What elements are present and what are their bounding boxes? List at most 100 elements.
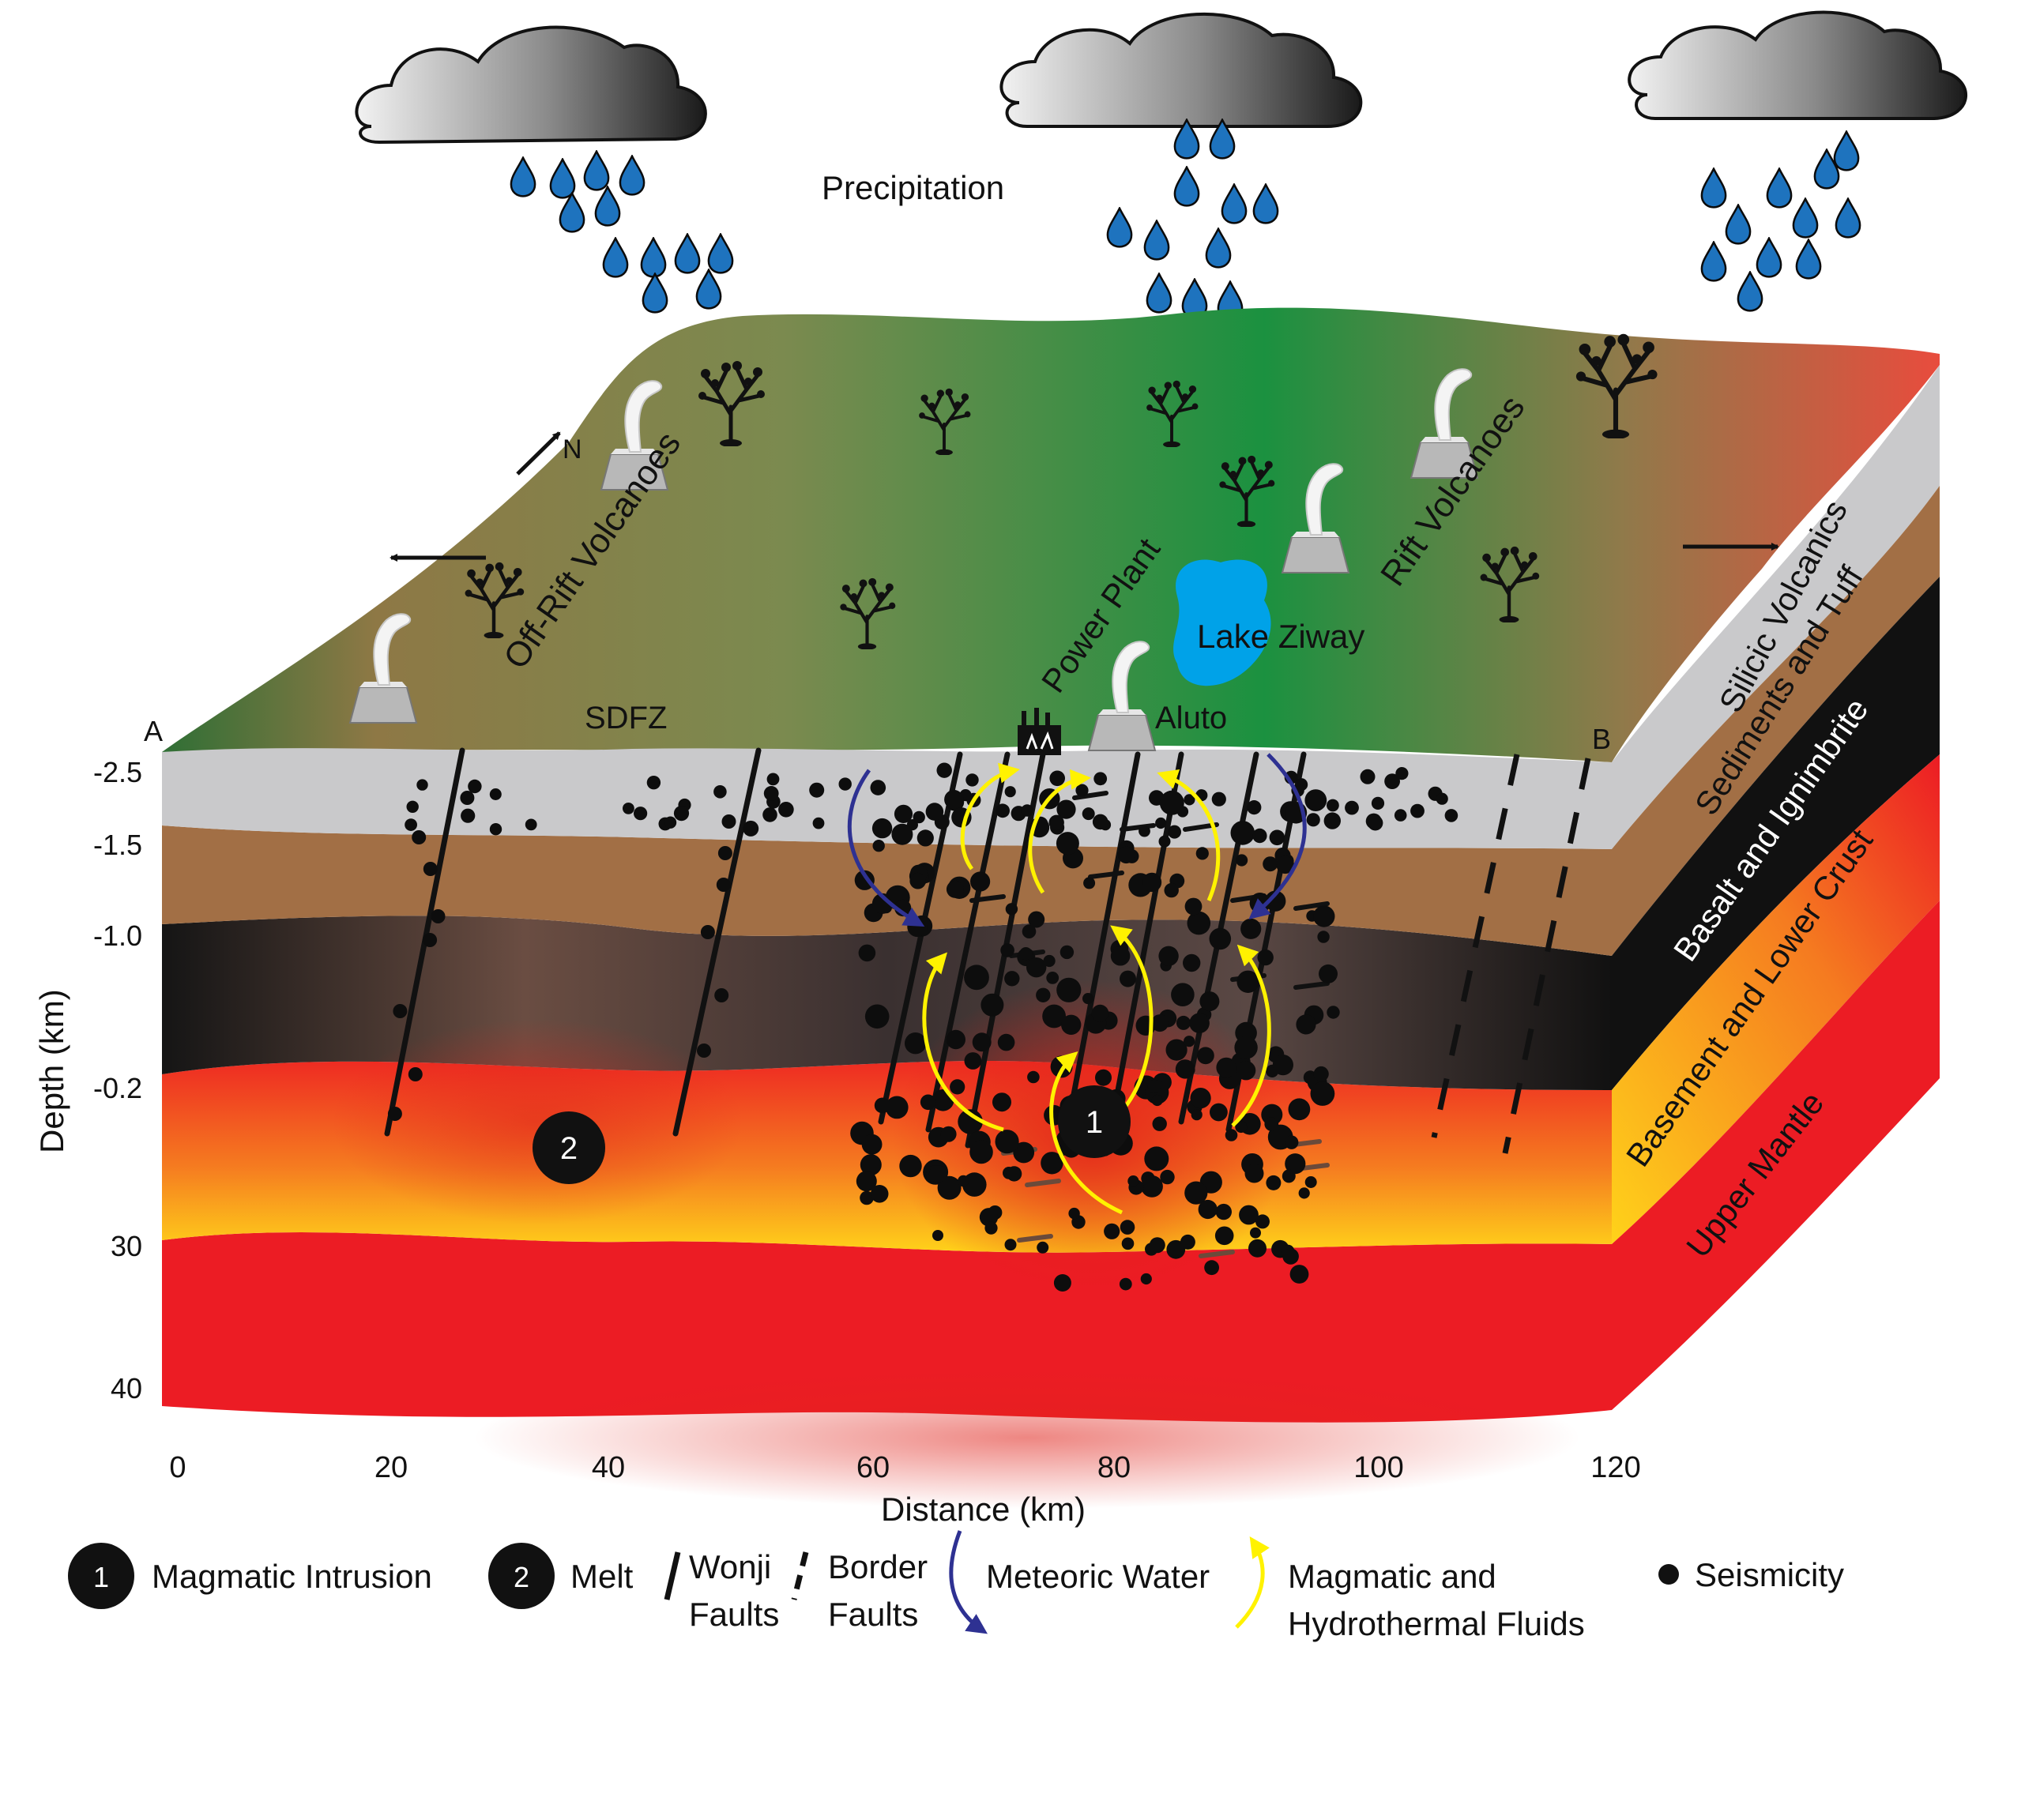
seismic-event: [1395, 767, 1409, 780]
svg-text:Wonji: Wonji: [689, 1548, 771, 1585]
legend-seismicity: Seismicity: [1658, 1556, 1844, 1593]
seismic-event: [997, 1033, 1015, 1051]
seismic-event: [1360, 769, 1376, 784]
seismic-event: [1304, 789, 1327, 811]
border-faults: [1431, 754, 1591, 1154]
svg-text:Melt: Melt: [570, 1558, 634, 1595]
depth-tick: -1.0: [93, 919, 142, 952]
seismic-event: [1046, 972, 1060, 984]
seismic-event: [1028, 911, 1045, 928]
seismic-event: [872, 840, 885, 852]
raindrops-center: [1106, 118, 1279, 322]
seismic-event: [1327, 1006, 1340, 1019]
seismic-event: [1313, 1066, 1329, 1082]
seismic-event: [1371, 796, 1385, 810]
seismic-event: [940, 1126, 957, 1142]
svg-text:Border: Border: [828, 1548, 928, 1585]
seismic-event: [1239, 1205, 1259, 1225]
seismic-event: [1027, 1070, 1040, 1084]
seismic-event: [958, 1109, 983, 1134]
seismic-event: [763, 786, 779, 801]
front-face: [162, 748, 1612, 1509]
legend-wonji: Wonji Faults: [664, 1548, 779, 1633]
seismic-event: [1042, 1004, 1066, 1028]
seismic-event: [838, 777, 852, 791]
precipitation-label: Precipitation: [822, 169, 1004, 206]
seismic-event: [1152, 1116, 1167, 1131]
seismic-event: [1236, 1061, 1256, 1081]
seismic-event: [1285, 1153, 1306, 1175]
seismic-event: [1158, 946, 1179, 967]
seismic-event: [1183, 953, 1201, 972]
point-b-label: B: [1592, 723, 1611, 755]
seismic-event: [1004, 786, 1016, 798]
seismic-event: [860, 1154, 882, 1176]
seismic-event: [1036, 987, 1051, 1003]
seismic-event: [1436, 792, 1448, 805]
seismic-event: [1165, 1039, 1187, 1061]
seismic-event: [870, 1185, 889, 1203]
seismic-event: [1075, 784, 1089, 797]
seismic-event: [1304, 1176, 1317, 1188]
seismic-event: [489, 823, 502, 836]
seismic-event: [946, 880, 964, 898]
svg-text:Faults: Faults: [689, 1596, 779, 1633]
seismic-event: [1282, 1169, 1296, 1183]
seismic-event: [721, 814, 736, 829]
distance-tick: 120: [1590, 1451, 1640, 1484]
seismic-event: [412, 830, 427, 844]
seismic-event: [861, 1134, 883, 1155]
seismic-event: [909, 872, 926, 889]
seismic-event: [393, 1004, 408, 1018]
seismic-event: [1234, 1036, 1258, 1059]
seismic-event: [1184, 897, 1203, 916]
aluto-label: Aluto: [1155, 701, 1227, 735]
seismic-event: [1327, 799, 1339, 812]
seismic-event: [1247, 800, 1262, 815]
seismic-event: [1187, 911, 1211, 935]
seismic-event: [1026, 957, 1047, 978]
seismic-event: [899, 1154, 922, 1178]
svg-text:Meteoric Water: Meteoric Water: [986, 1558, 1210, 1595]
seismic-event: [1216, 1057, 1236, 1078]
svg-text:2: 2: [514, 1561, 529, 1593]
seismic-event: [1266, 1175, 1282, 1190]
seismic-event: [468, 779, 482, 794]
seismic-event: [979, 1208, 999, 1227]
seismic-event: [950, 1079, 965, 1095]
distance-tick: 100: [1353, 1451, 1403, 1484]
seismic-event: [1004, 971, 1020, 987]
seismic-event: [1005, 903, 1018, 916]
seismic-event: [860, 1190, 874, 1205]
seismic-event: [1384, 773, 1400, 789]
legend-fluids: Magmatic and Hydrothermal Fluids: [1235, 1536, 1585, 1642]
seismic-event: [1319, 964, 1338, 983]
fault-ticks: [969, 791, 1330, 990]
seismic-event: [1041, 1152, 1063, 1175]
seismic-event: [1171, 983, 1195, 1006]
seismic-event: [387, 1107, 402, 1121]
seismic-event: [1252, 828, 1267, 844]
seismic-event: [1083, 877, 1096, 889]
seismic-event: [1225, 1129, 1238, 1141]
seismic-event: [1288, 1098, 1311, 1121]
fluid-arrows: [922, 762, 1271, 1215]
legend: 1 Magmatic Intrusion 2 Melt Wonji Faults…: [68, 1530, 1844, 1642]
cloud-icon: [355, 25, 707, 145]
seismic-event: [937, 1175, 962, 1200]
seismic-event: [1119, 1277, 1132, 1291]
seismic-event: [431, 909, 446, 923]
seismic-event: [1159, 790, 1184, 815]
meteoric-water-arrows: [847, 753, 1307, 927]
seismic-event: [1092, 814, 1108, 830]
seismic-event: [1289, 1265, 1309, 1284]
seismic-event: [958, 1175, 969, 1187]
seismic-event: [1230, 821, 1255, 845]
seismic-event: [1175, 1059, 1195, 1079]
seismic-event: [1013, 1141, 1035, 1164]
seismic-event: [646, 776, 661, 790]
seismic-event: [700, 925, 715, 939]
seismic-event: [1235, 1121, 1248, 1134]
seismic-event: [925, 803, 944, 821]
seismic-event: [964, 1052, 982, 1070]
